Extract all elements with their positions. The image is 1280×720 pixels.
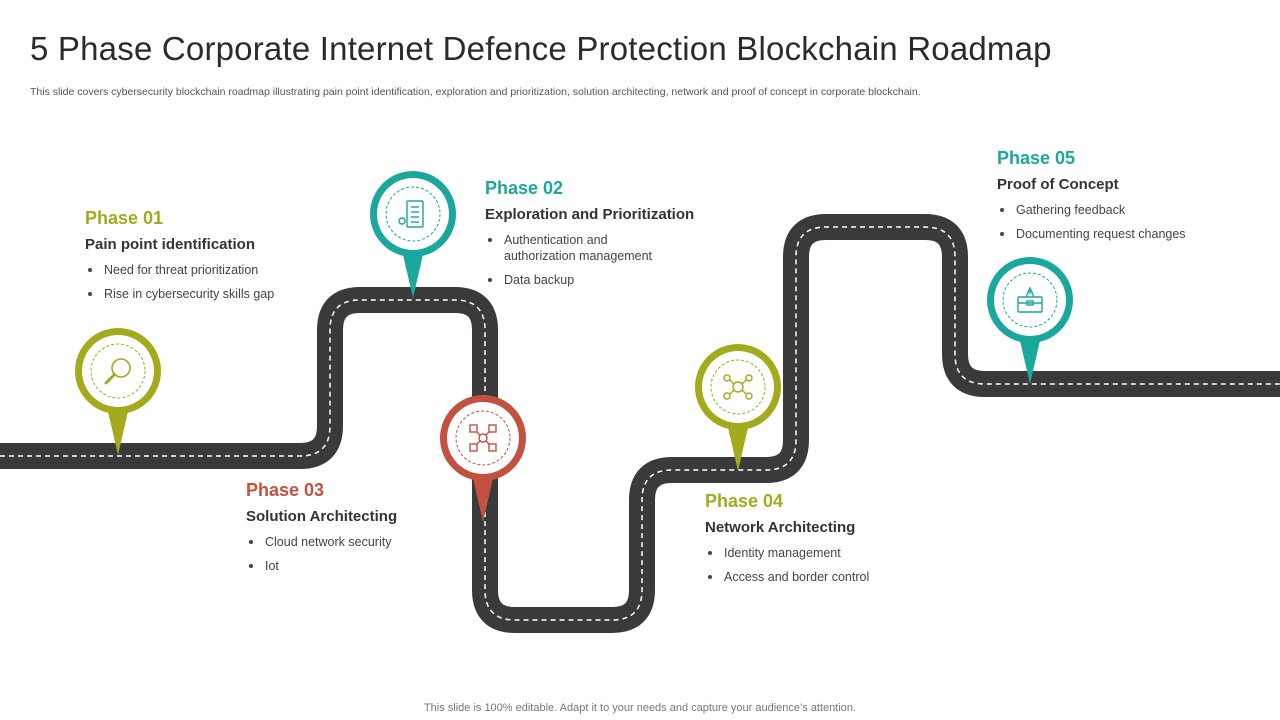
bullet-item: Cloud network security	[246, 534, 466, 550]
phase-03-heading: Solution Architecting	[246, 508, 398, 525]
phase-01-pin	[75, 328, 161, 455]
phase-04-bullets: Identity management Access and border co…	[705, 545, 935, 585]
slide-title: 5 Phase Corporate Internet Defence Prote…	[30, 30, 1052, 67]
phase-02-pin	[370, 171, 456, 298]
phase-04-heading: Network Architecting	[705, 519, 856, 536]
phase-02-heading: Exploration and Prioritization	[485, 206, 695, 223]
bullet-item: Documenting request changes	[997, 226, 1237, 242]
network-nodes-icon	[469, 424, 497, 452]
bullet-item: Rise in cybersecurity skills gap	[85, 286, 315, 302]
phase-04-block: Phase 04 Network Architecting Identity m…	[705, 491, 935, 593]
bullet-item: Authentication and authorization managem…	[485, 232, 664, 264]
phase-03-pin	[440, 395, 526, 522]
phase-02-block: Phase 02 Exploration and Prioritization …	[485, 178, 725, 296]
bullet-item: Data backup	[485, 272, 725, 288]
box-icon	[1017, 286, 1043, 313]
phase-01-bullets: Need for threat prioritization Rise in c…	[85, 262, 315, 302]
phase-05-heading: Proof of Concept	[997, 176, 1119, 193]
phase-05-label: Phase 05	[997, 148, 1076, 168]
phase-05-pin	[987, 257, 1073, 384]
phase-04-label: Phase 04	[705, 491, 784, 511]
slide-footer: This slide is 100% editable. Adapt it to…	[423, 702, 857, 714]
bullet-item: Iot	[246, 558, 466, 574]
phase-03-label: Phase 03	[246, 480, 325, 500]
slide-subtitle: This slide covers cybersecurity blockcha…	[30, 86, 921, 98]
bullet-item: Identity management	[705, 545, 935, 561]
magnifier-icon	[104, 358, 131, 385]
phase-03-block: Phase 03 Solution Architecting Cloud net…	[246, 480, 466, 582]
phase-02-bullets: Authentication and authorization managem…	[485, 232, 725, 288]
bullet-item: Access and border control	[705, 569, 935, 585]
bullet-item: Gathering feedback	[997, 202, 1237, 218]
phase-01-label: Phase 01	[85, 208, 164, 228]
phase-04-pin	[695, 344, 781, 471]
road-center-line	[0, 226, 1280, 621]
checklist-icon	[398, 200, 424, 228]
phase-05-bullets: Gathering feedback Documenting request c…	[997, 202, 1237, 242]
phase-05-block: Phase 05 Proof of Concept Gathering feed…	[997, 148, 1237, 250]
network-globe-icon	[723, 374, 753, 400]
phase-01-heading: Pain point identification	[85, 236, 255, 253]
phase-03-bullets: Cloud network security Iot	[246, 534, 466, 574]
bullet-item: Need for threat prioritization	[85, 262, 315, 278]
phase-02-label: Phase 02	[485, 178, 564, 198]
phase-01-block: Phase 01 Pain point identification Need …	[85, 208, 315, 310]
